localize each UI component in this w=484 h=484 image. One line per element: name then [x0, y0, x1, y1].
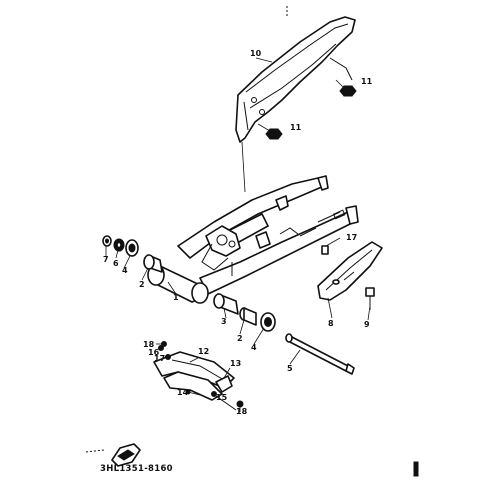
washer-17-lower: [165, 354, 171, 360]
callout-18-lower: 18: [236, 407, 248, 416]
callout-13: 13: [230, 359, 241, 368]
callout-14: 14: [177, 388, 189, 397]
chain-case: [235, 16, 356, 143]
oil-seal-6: [113, 238, 125, 252]
swingarm: [147, 175, 359, 304]
callout-4-left: 4: [122, 266, 128, 275]
callout-7: 7: [103, 255, 109, 264]
callout-11-lower: 11: [290, 123, 302, 132]
callout-16: 16: [148, 348, 160, 357]
bushing-3: [213, 293, 239, 315]
chain-guide-8: [317, 241, 383, 301]
callout-8: 8: [328, 319, 334, 328]
edge-mark: [413, 461, 419, 477]
callout-17-lower: 17: [154, 354, 165, 363]
bolt-18-upper: [156, 341, 167, 347]
callout-4-right: 4: [251, 343, 257, 352]
callout-9: 9: [364, 320, 370, 329]
callout-1: 1: [173, 293, 179, 302]
callout-leaders: [105, 57, 371, 379]
bolt-15: [211, 391, 237, 411]
bearing-4-left: [125, 239, 139, 257]
bolt-11-upper: [335, 79, 357, 97]
callout-5: 5: [287, 364, 293, 373]
relay-arm-12: [153, 351, 235, 401]
part-number-label: 3HL1351-8160: [100, 464, 173, 474]
nut-16: [158, 345, 164, 351]
collar-2-left: [143, 254, 163, 273]
callout-10: 10: [250, 49, 262, 58]
pivot-shaft-5: [285, 333, 355, 375]
collar-2-right: [239, 307, 257, 326]
bolt-11-lower: [257, 123, 283, 140]
washer-7: [102, 235, 112, 247]
assembly-line-chain-case: [241, 141, 246, 193]
bolt-17-upper: [321, 237, 341, 255]
callout-15: 15: [216, 393, 228, 402]
callout-18-upper: 18: [143, 340, 155, 349]
callout-2-left: 2: [139, 280, 145, 289]
callout-2-right: 2: [237, 334, 243, 343]
bolt-14: [185, 389, 201, 396]
callout-labels: 10 11 11 17 7 6 4 2 1 3 2 4 5 8 9 18 16 …: [103, 49, 373, 416]
callout-17-upper: 17: [346, 233, 357, 242]
bearing-4-right: [260, 312, 276, 332]
callout-6: 6: [113, 259, 119, 268]
reference-bracket: [85, 443, 141, 467]
bolt-18-lower: [236, 400, 244, 412]
callout-11-upper: 11: [361, 77, 373, 86]
callout-3: 3: [221, 317, 227, 326]
callout-12: 12: [198, 347, 209, 356]
